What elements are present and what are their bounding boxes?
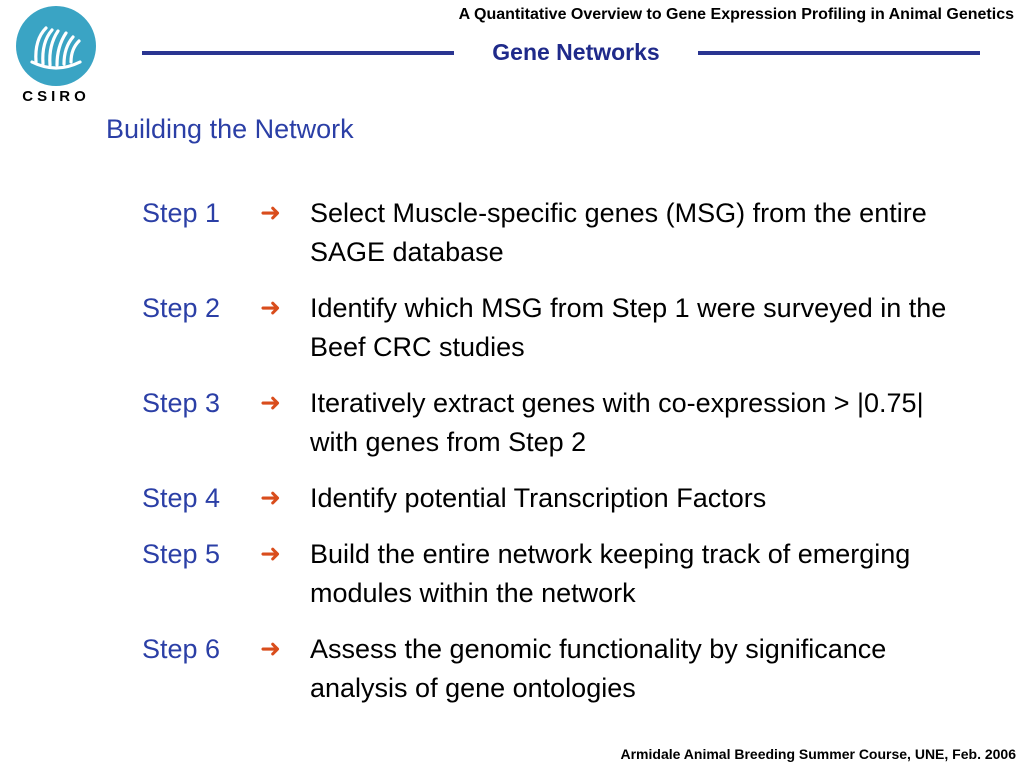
- steps-list: Step 1 ➜ Select Muscle-specific genes (M…: [142, 194, 972, 725]
- right-arrow-icon: ➜: [260, 540, 281, 568]
- step-text: Iteratively extract genes with co-expres…: [310, 388, 924, 457]
- step-text: Identify potential Transcription Factors: [310, 483, 767, 513]
- step-item: Step 2 ➜ Identify which MSG from Step 1 …: [142, 289, 972, 367]
- footer-text: Armidale Animal Breeding Summer Course, …: [620, 746, 1017, 762]
- step-text: Build the entire network keeping track o…: [310, 539, 911, 608]
- csiro-logo: CSIRO: [14, 4, 98, 108]
- right-arrow-icon: ➜: [260, 294, 281, 322]
- csiro-logo-icon: [16, 6, 96, 86]
- step-item: Step 1 ➜ Select Muscle-specific genes (M…: [142, 194, 972, 272]
- logo-text: CSIRO: [22, 88, 90, 105]
- section-title: Gene Networks: [492, 39, 660, 65]
- step-item: Step 5 ➜ Build the entire network keepin…: [142, 535, 972, 613]
- right-arrow-icon: ➜: [260, 484, 281, 512]
- step-text: Assess the genomic functionality by sign…: [310, 634, 887, 703]
- step-label: Step 1: [142, 198, 221, 228]
- right-arrow-icon: ➜: [260, 635, 281, 663]
- step-text: Select Muscle-specific genes (MSG) from …: [310, 198, 927, 267]
- section-rule-left: [142, 51, 454, 55]
- section-rule-right: [698, 51, 980, 55]
- step-text: Identify which MSG from Step 1 were surv…: [310, 293, 947, 362]
- right-arrow-icon: ➜: [260, 199, 281, 227]
- step-label: Step 6: [142, 634, 221, 664]
- step-label: Step 3: [142, 388, 221, 418]
- slide-heading: Building the Network: [106, 114, 354, 144]
- section-header: Gene Networks: [142, 38, 980, 68]
- step-item: Step 4 ➜ Identify potential Transcriptio…: [142, 479, 972, 518]
- course-title: A Quantitative Overview to Gene Expressi…: [458, 6, 1014, 23]
- step-label: Step 2: [142, 293, 221, 323]
- step-label: Step 5: [142, 539, 221, 569]
- step-item: Step 3 ➜ Iteratively extract genes with …: [142, 384, 972, 462]
- right-arrow-icon: ➜: [260, 389, 281, 417]
- step-label: Step 4: [142, 483, 221, 513]
- step-item: Step 6 ➜ Assess the genomic functionalit…: [142, 630, 972, 708]
